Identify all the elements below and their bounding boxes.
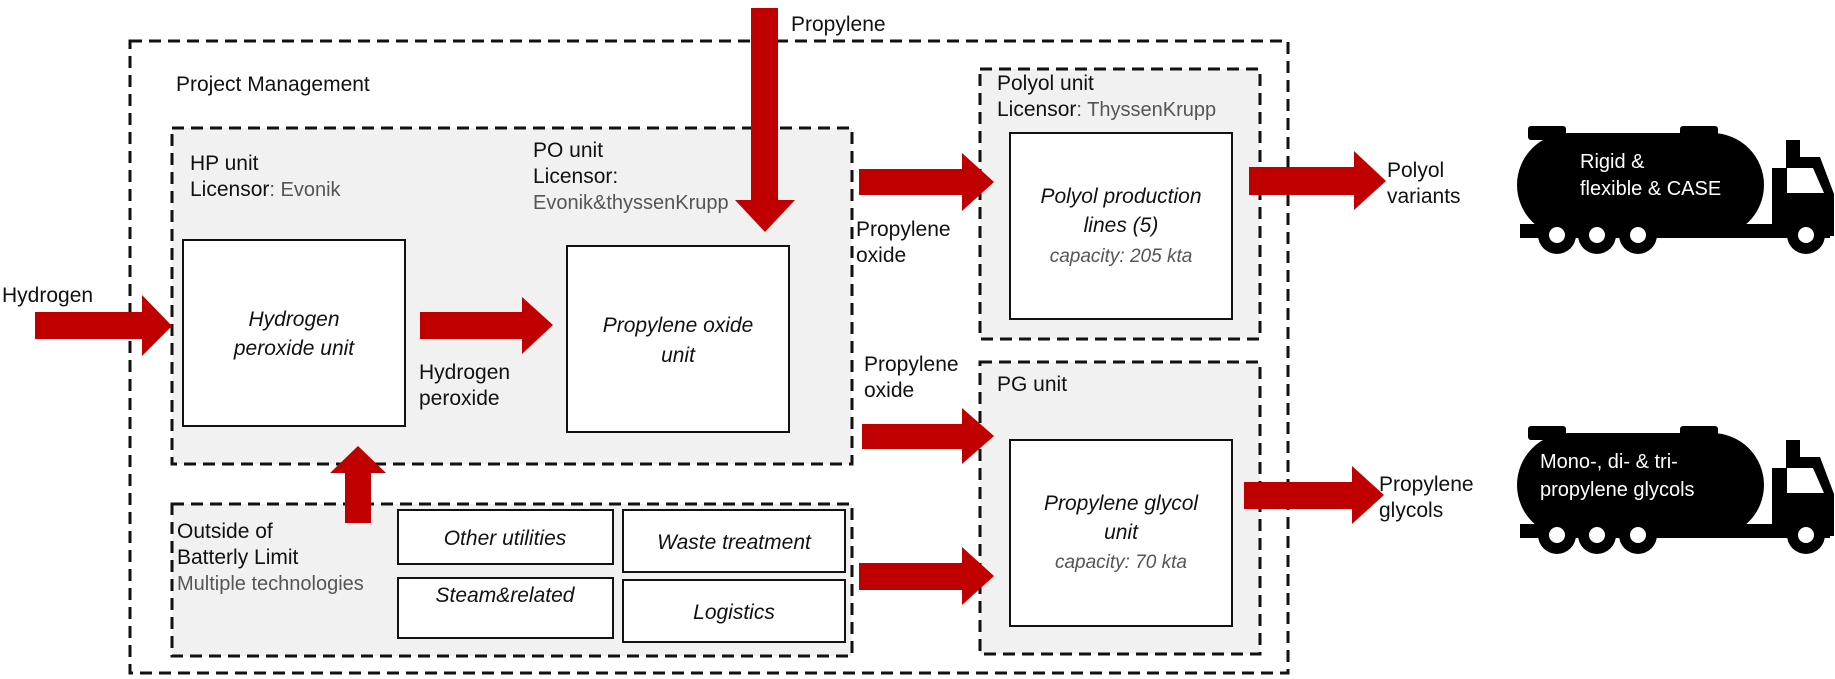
pg-box — [1009, 439, 1233, 627]
pg-out-arrow — [1244, 466, 1384, 524]
pg-box-line1: Propylene glycol — [1044, 492, 1199, 515]
hp-box-line1: Hydrogen — [248, 308, 339, 331]
polyol-out-arrow — [1249, 151, 1386, 210]
po-box-line2: unit — [661, 344, 696, 367]
hp-unit-licensor: Licensor: Evonik — [190, 178, 342, 201]
polyol-box-line2: lines (5) — [1084, 214, 1159, 237]
other-utilities-box — [397, 509, 614, 565]
po2-flow-line2: oxide — [864, 379, 914, 402]
project-boundary — [128, 39, 1290, 675]
propylene-arrow — [735, 8, 795, 232]
polyol-out-line2: variants — [1387, 185, 1461, 208]
po2-flow-line1: Propylene — [864, 353, 959, 376]
osbl-to-pg-arrow — [859, 547, 994, 605]
hydrogen-arrow — [35, 295, 172, 356]
osbl-up-arrow — [330, 446, 386, 523]
po-to-polyol-arrow — [859, 153, 994, 211]
po1-flow-line1: Propylene — [856, 218, 951, 241]
tanker-truck-icon — [1517, 126, 1834, 254]
polyol-licensor-label: Licensor — [997, 98, 1076, 121]
propylene-label: Propylene — [791, 13, 886, 36]
po-unit-box — [566, 245, 790, 433]
pg-capacity: capacity: 70 kta — [1055, 552, 1187, 573]
project-management-label: Project Management — [176, 73, 370, 96]
pg-out-line1: Propylene — [1379, 473, 1474, 496]
polyol-licensor-value: : ThyssenKrupp — [1076, 99, 1216, 121]
hp-box-line2: peroxide unit — [233, 337, 355, 360]
polyol-out-line1: Polyol — [1387, 159, 1444, 182]
steam-related-box — [397, 577, 614, 639]
hydrogen-peroxide-arrow — [420, 297, 553, 354]
other-utilities-label: Other utilities — [444, 527, 567, 550]
po-box-line1: Propylene oxide — [603, 314, 754, 337]
truck1-line1: Rigid & — [1580, 151, 1645, 173]
osbl-line3: Multiple technologies — [177, 573, 364, 595]
tanker-truck-icon — [1517, 426, 1834, 554]
pg-unit-title: PG unit — [997, 373, 1067, 396]
polyol-box — [1009, 132, 1233, 320]
truck1-line2: flexible & CASE — [1580, 178, 1721, 200]
osbl-line1: Outside of — [177, 520, 273, 543]
hp-unit-box — [182, 239, 406, 427]
polyol-box-line1: Polyol production — [1040, 185, 1201, 208]
po-to-pg-arrow — [862, 408, 994, 464]
hp-flow-line1: Hydrogen — [419, 361, 510, 384]
hp-licensor-label: Licensor — [190, 178, 269, 201]
polyol-licensor: Licensor: ThyssenKrupp — [997, 98, 1216, 121]
po1-flow-line2: oxide — [856, 244, 906, 267]
po-licensor-label: Licensor: — [533, 165, 618, 188]
logistics-box — [622, 579, 846, 643]
hydrogen-label: Hydrogen — [2, 284, 93, 307]
osbl-line2: Batterly Limit — [177, 546, 299, 569]
hp-licensor-value: : Evonik — [269, 179, 341, 201]
truck2-line1: Mono-, di- & tri- — [1540, 451, 1678, 473]
logistics-label: Logistics — [693, 601, 775, 624]
truck2-line2: propylene glycols — [1540, 479, 1695, 501]
polyol-capacity: capacity: 205 kta — [1050, 246, 1193, 267]
polyol-unit-title: Polyol unit — [997, 72, 1094, 95]
po-unit-title: PO unit — [533, 139, 603, 162]
hp-flow-line2: peroxide — [419, 387, 500, 410]
waste-treatment-label: Waste treatment — [657, 531, 812, 554]
pg-out-line2: glycols — [1379, 499, 1443, 522]
steam-related-label: Steam&related — [436, 584, 576, 607]
pg-box-line2: unit — [1104, 521, 1139, 544]
hp-unit-title: HP unit — [190, 152, 259, 175]
waste-treatment-box — [622, 509, 846, 573]
po-licensor-value: Evonik&thyssenKrupp — [533, 192, 729, 214]
